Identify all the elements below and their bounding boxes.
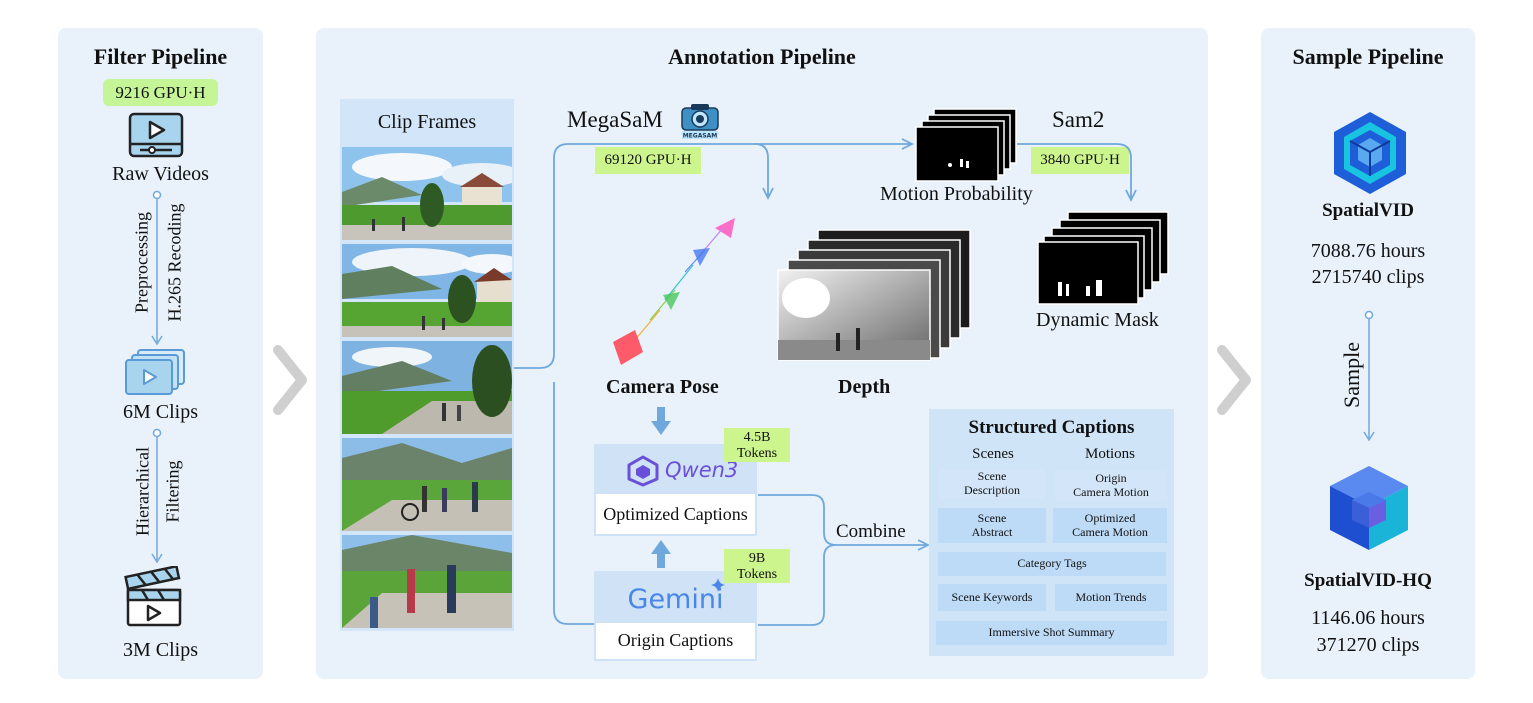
origin-captions-label: Origin Captions [617,630,734,650]
dynamic-mask-label: Dynamic Mask [1036,309,1159,331]
spatialvid-hq-label: SpatialVID-HQ [1304,570,1432,591]
clip-frames-header: Clip Frames [377,111,477,133]
megasam-logo-text: MEGASAM [683,133,718,140]
immersive-shot-summary-cell: Immersive Shot Summary [936,621,1167,645]
chevron-right-icon [1217,345,1251,415]
spatialvid-cube-icon [1334,112,1406,194]
filter-arrow-1 [151,190,163,346]
category-tags-cell: Category Tags [938,552,1166,576]
h265-recoding-label: H.265 Recoding [164,203,185,322]
motion-probability-label: Motion Probability [880,183,1033,205]
sample-arrow [1363,310,1375,442]
gemini-sparkle-icon [711,578,725,592]
megasam-label: MegaSaM [567,107,663,132]
sam2-gpu-badge: 3840 GPU·H [1031,147,1129,174]
filter-arrow-2 [151,428,163,564]
spatialvid-clips: 2715740 clips [1311,266,1425,288]
sam2-label: Sam2 [1052,107,1105,132]
optimized-camera-motion-cell: Optimized Camera Motion [1053,508,1167,543]
gemini-box [594,571,757,661]
annotation-connectors [514,138,915,625]
gemini-tokens-badge: 9B Tokens [724,549,790,583]
qwen-logo-icon [627,455,659,487]
dynamic-mask-stack [1037,211,1169,305]
camera-pose-label: Camera Pose [606,376,719,398]
clip-frame-2 [342,244,512,337]
gemini-to-qwen-arrow [651,540,671,568]
clip-frame-3 [342,341,512,434]
camera-pose-trajectory [613,218,735,365]
motion-trends-cell: Motion Trends [1055,584,1167,611]
clips-3m-label: 3M Clips [122,639,199,661]
scenes-column-header: Scenes [972,446,1014,462]
clapperboard-icon [124,566,182,627]
raw-videos-label: Raw Videos [112,163,209,185]
scene-description-cell: Scene Description [938,469,1046,499]
spatialvid-label: SpatialVID [1322,200,1414,221]
origin-camera-motion-cell: Origin Camera Motion [1055,471,1167,501]
sam2-connector [1017,143,1137,203]
gemini-logo-icon: Gemini [627,584,724,615]
clip-frame-4 [342,438,512,531]
gemini-tokens-value: 9B [748,551,766,566]
spatialvid-hq-clips: 371270 clips [1316,634,1420,656]
filtering-label: Filtering [162,460,183,523]
megasam-camera-icon: MEGASAM [681,104,719,140]
scene-keywords-cell: Scene Keywords [938,584,1046,611]
gpu-hours-badge: 9216 GPU·H [103,79,218,106]
combine-connector [758,494,931,626]
filter-pipeline-title: Filter Pipeline [93,44,228,69]
sample-label: Sample [1339,342,1364,408]
qwen-logo-text: Qwen3 [665,458,739,482]
chevron-right-icon [273,345,307,415]
motion-probability-stack [915,108,1017,182]
spatialvid-hq-hours: 1146.06 hours [1311,607,1425,629]
depth-label: Depth [838,376,891,398]
clip-frame-5 [342,535,512,628]
depth-stack [777,229,971,361]
qwen-tokens-value: 4.5B [743,430,771,445]
hierarchical-label: Hierarchical [132,447,153,536]
motions-column-header: Motions [1084,446,1135,462]
clips-stack-icon [125,349,185,395]
clips-6m-label: 6M Clips [122,401,199,423]
megasam-gpu-badge: 69120 GPU·H [595,147,701,174]
spatialvid-hq-cube-icon [1330,466,1408,550]
combine-label: Combine [836,521,906,542]
preprocessing-label: Preprocessing [131,212,152,313]
structured-captions-title: Structured Captions [968,417,1135,438]
qwen-tokens-badge: 4.5B Tokens [724,428,790,462]
scene-abstract-cell: Scene Abstract [938,508,1046,543]
annotation-pipeline-title: Annotation Pipeline [668,44,856,69]
qwen-tokens-unit: Tokens [736,446,778,462]
pose-to-qwen-arrow [651,407,671,435]
spatialvid-hours: 7088.76 hours [1310,240,1426,262]
optimized-captions-label: Optimized Captions [603,504,748,524]
gemini-tokens-unit: Tokens [736,567,778,583]
video-player-icon [128,112,184,158]
clip-frame-1 [342,147,512,240]
sample-pipeline-title: Sample Pipeline [1292,44,1444,69]
